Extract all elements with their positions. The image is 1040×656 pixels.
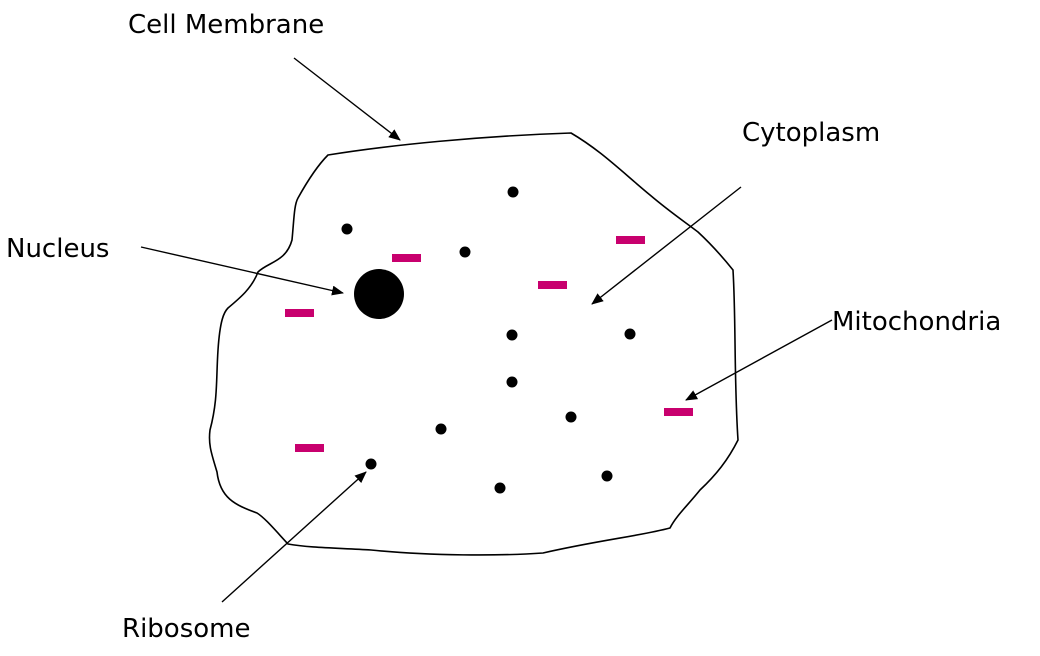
ribosome-dot	[565, 411, 577, 423]
ribosome-dot	[507, 186, 519, 198]
ribosome-dot	[506, 329, 518, 341]
ribosome-arrow	[221, 471, 367, 603]
ribosome-dot	[506, 376, 518, 388]
ribosome-dot	[624, 328, 636, 340]
mitochondrion	[616, 236, 645, 244]
mitochondrion	[295, 444, 324, 452]
cytoplasm-arrow	[591, 186, 742, 305]
mitochondrion	[285, 309, 314, 317]
ribosomes	[341, 186, 636, 494]
mitochondria	[285, 236, 693, 452]
mitochondrion	[664, 408, 693, 416]
cytoplasm-label: Cytoplasm	[742, 118, 881, 148]
ribosome-dot	[365, 458, 377, 470]
nucleus	[354, 269, 404, 319]
ribosome-label: Ribosome	[122, 614, 251, 644]
nucleus-label: Nucleus	[6, 234, 110, 264]
cell-membrane-label: Cell Membrane	[128, 10, 325, 40]
ribosome-dot	[435, 423, 447, 435]
membrane-arrow	[293, 57, 401, 141]
mitochondrion	[392, 254, 421, 262]
cell-membrane-outline	[208, 132, 739, 556]
mitochondria-arrow	[685, 319, 833, 401]
ribosome-dot	[601, 470, 613, 482]
mitochondria-label: Mitochondria	[832, 307, 1002, 337]
ribosome-dot	[341, 223, 353, 235]
mitochondrion	[538, 281, 567, 289]
ribosome-dot	[494, 482, 506, 494]
nucleus-arrow	[140, 246, 344, 296]
ribosome-dot	[459, 246, 471, 258]
